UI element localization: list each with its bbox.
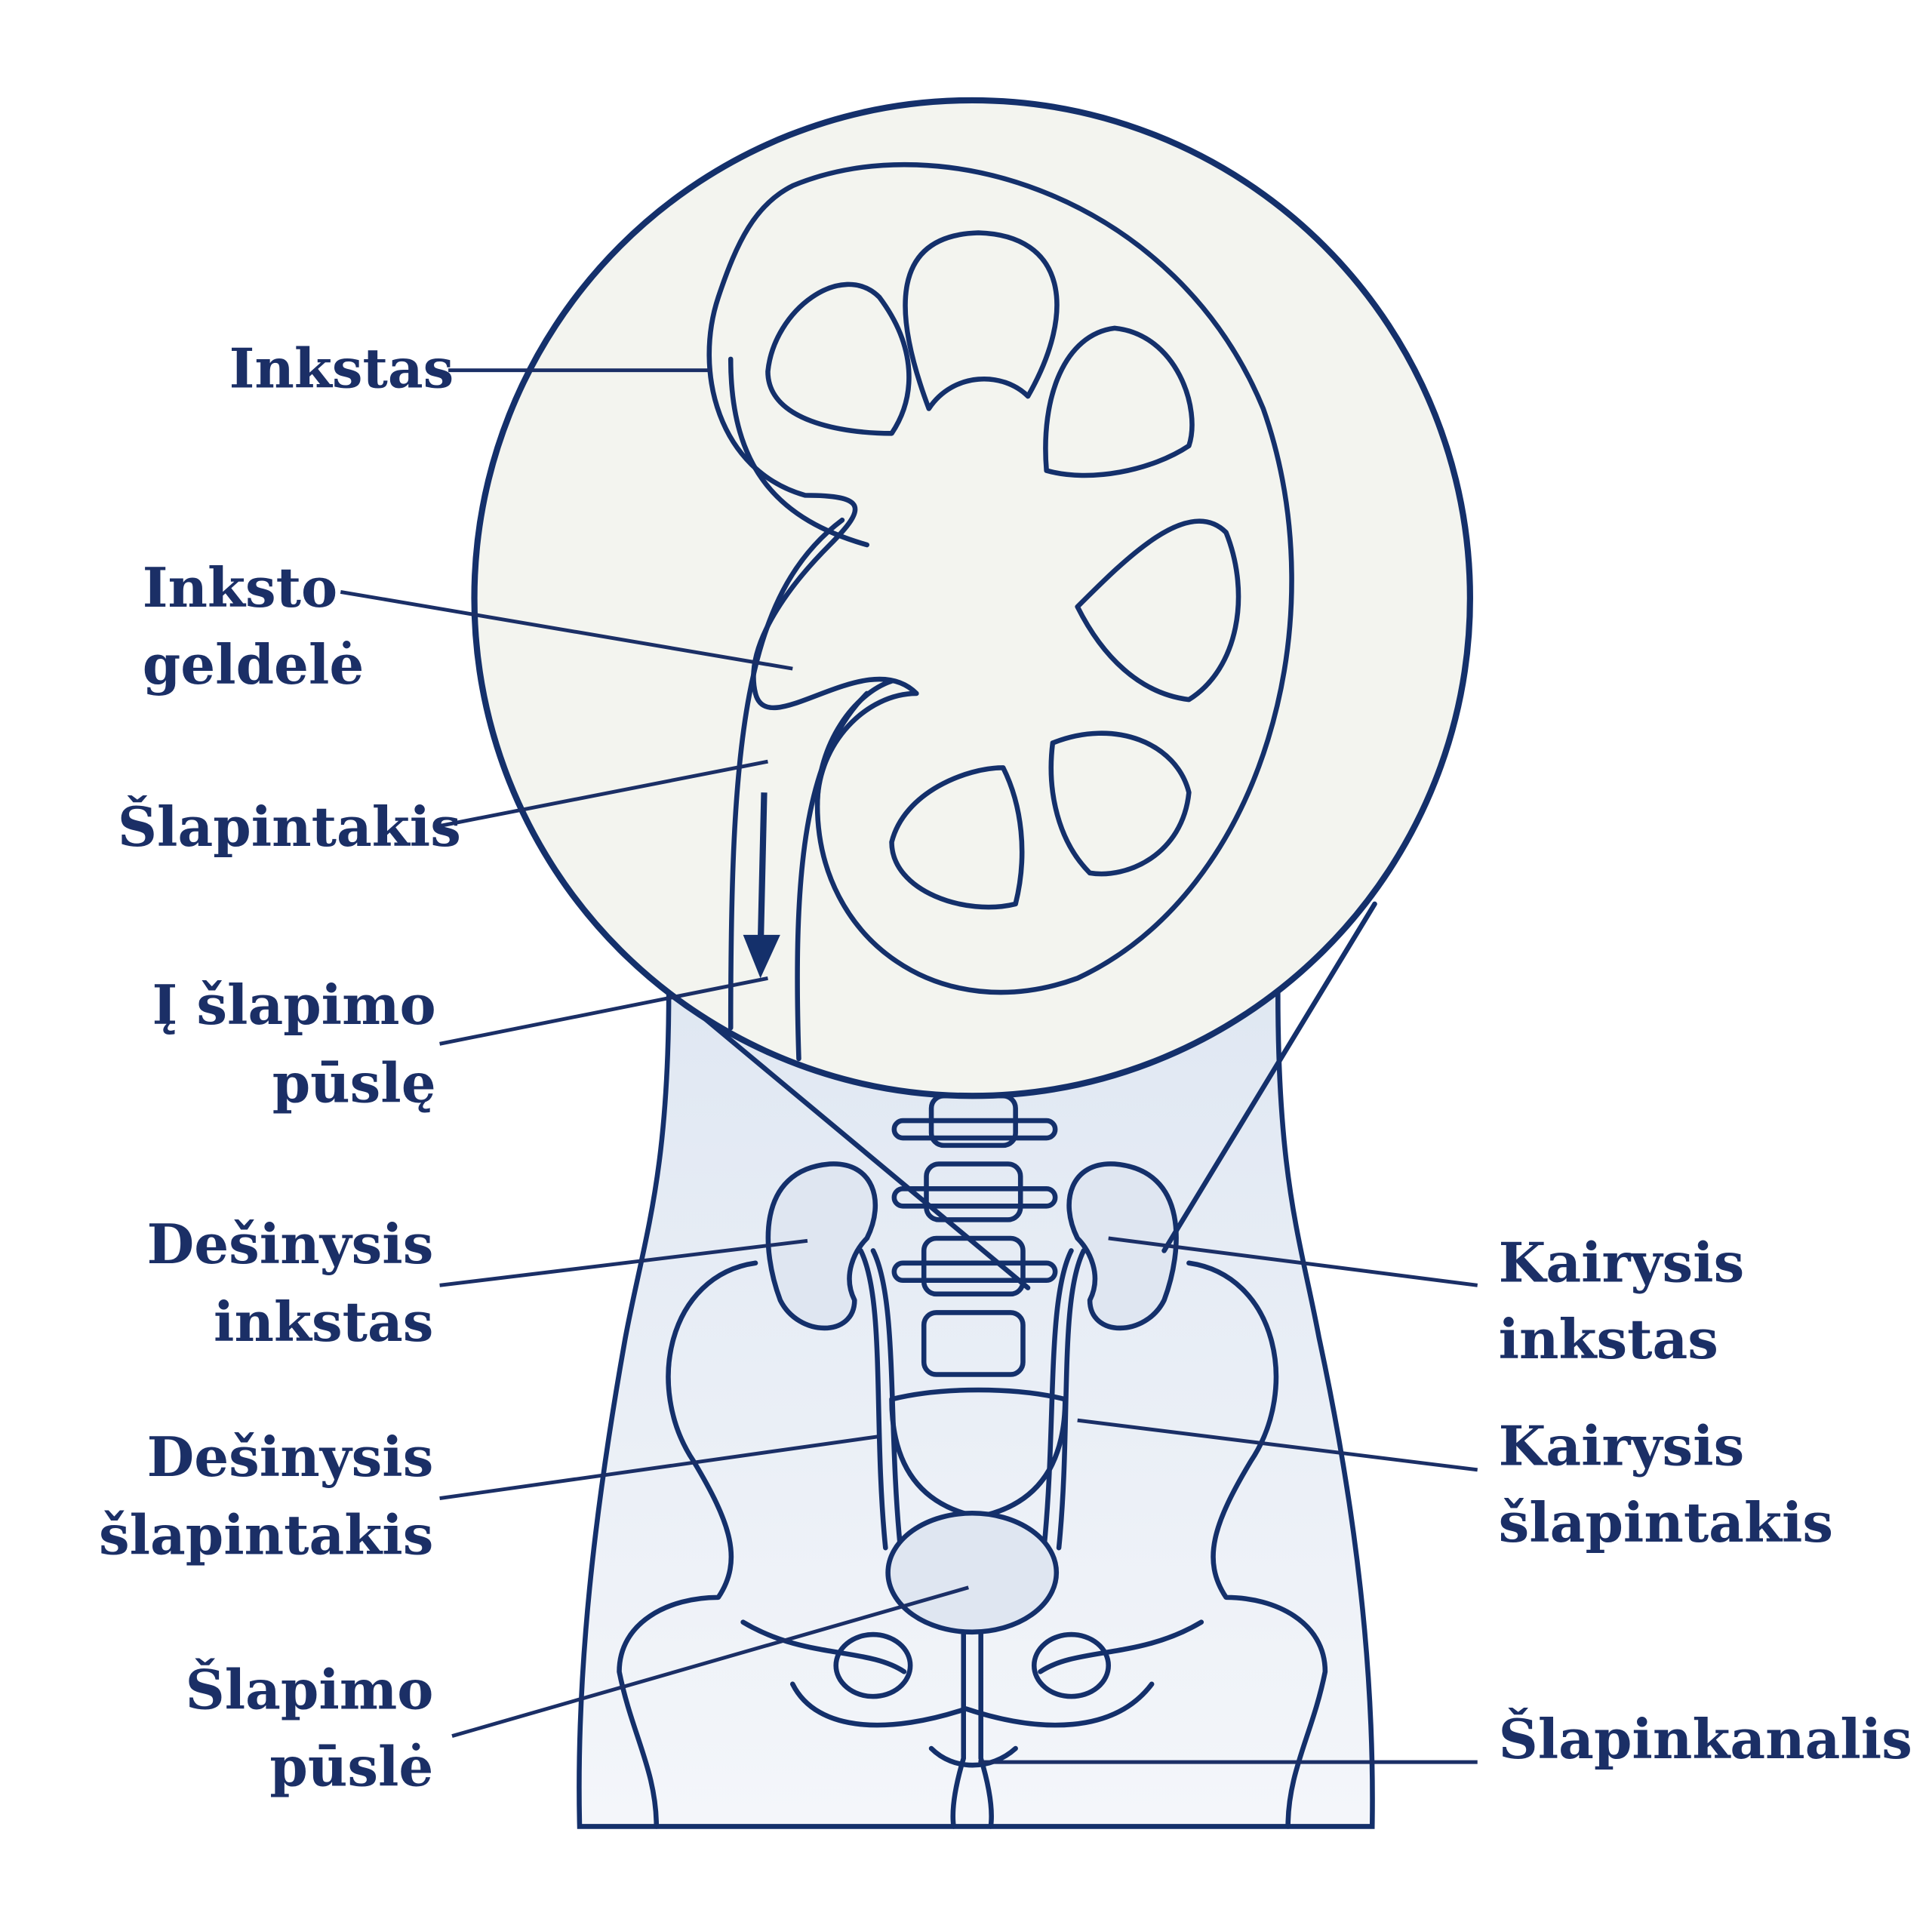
flow-arrow-icon [757, 792, 768, 954]
label-kidney: Inkstas [229, 337, 454, 401]
label-right-kidney-2: inkstas [214, 1290, 433, 1355]
label-bladder-2: pūslė [269, 1735, 433, 1799]
label-ureter: Šlapintakis [118, 795, 461, 859]
label-urethra: Šlapinkanalis [1499, 1707, 1912, 1772]
ureter-tube [728, 517, 870, 1062]
label-right-kidney-1: Dešinysis [147, 1213, 434, 1277]
left-ureter [1041, 1248, 1087, 1551]
torso-outline [577, 963, 1375, 1829]
magnifier-circle [471, 97, 1473, 1099]
leader-lines [340, 368, 1478, 1764]
label-to-bladder-1: Į šlapimo [152, 973, 435, 1038]
label-left-ureter-1: Kairysis [1499, 1414, 1745, 1478]
right-ureter [858, 1248, 903, 1551]
label-bladder-1: Šlapimo [186, 1658, 434, 1723]
label-right-ureter-1: Dešinysis [147, 1425, 434, 1490]
label-right-ureter-2: šlapintakis [99, 1503, 433, 1567]
kidney-detail [706, 161, 1294, 1062]
right-kidney [765, 1161, 878, 1331]
label-to-bladder-2: pūslę [272, 1051, 436, 1115]
spine [889, 1093, 1068, 1520]
label-left-kidney-1: Kairysis [1499, 1231, 1745, 1295]
left-kidney [1066, 1161, 1179, 1331]
urethra [928, 1629, 1018, 1829]
label-renal-pelvis-2: geldelė [143, 633, 365, 697]
label-renal-pelvis-1: Inksto [143, 556, 337, 620]
label-left-kidney-2: inkstas [1499, 1308, 1718, 1372]
bladder [885, 1510, 1060, 1635]
label-left-ureter-2: šlapintakis [1499, 1491, 1833, 1555]
